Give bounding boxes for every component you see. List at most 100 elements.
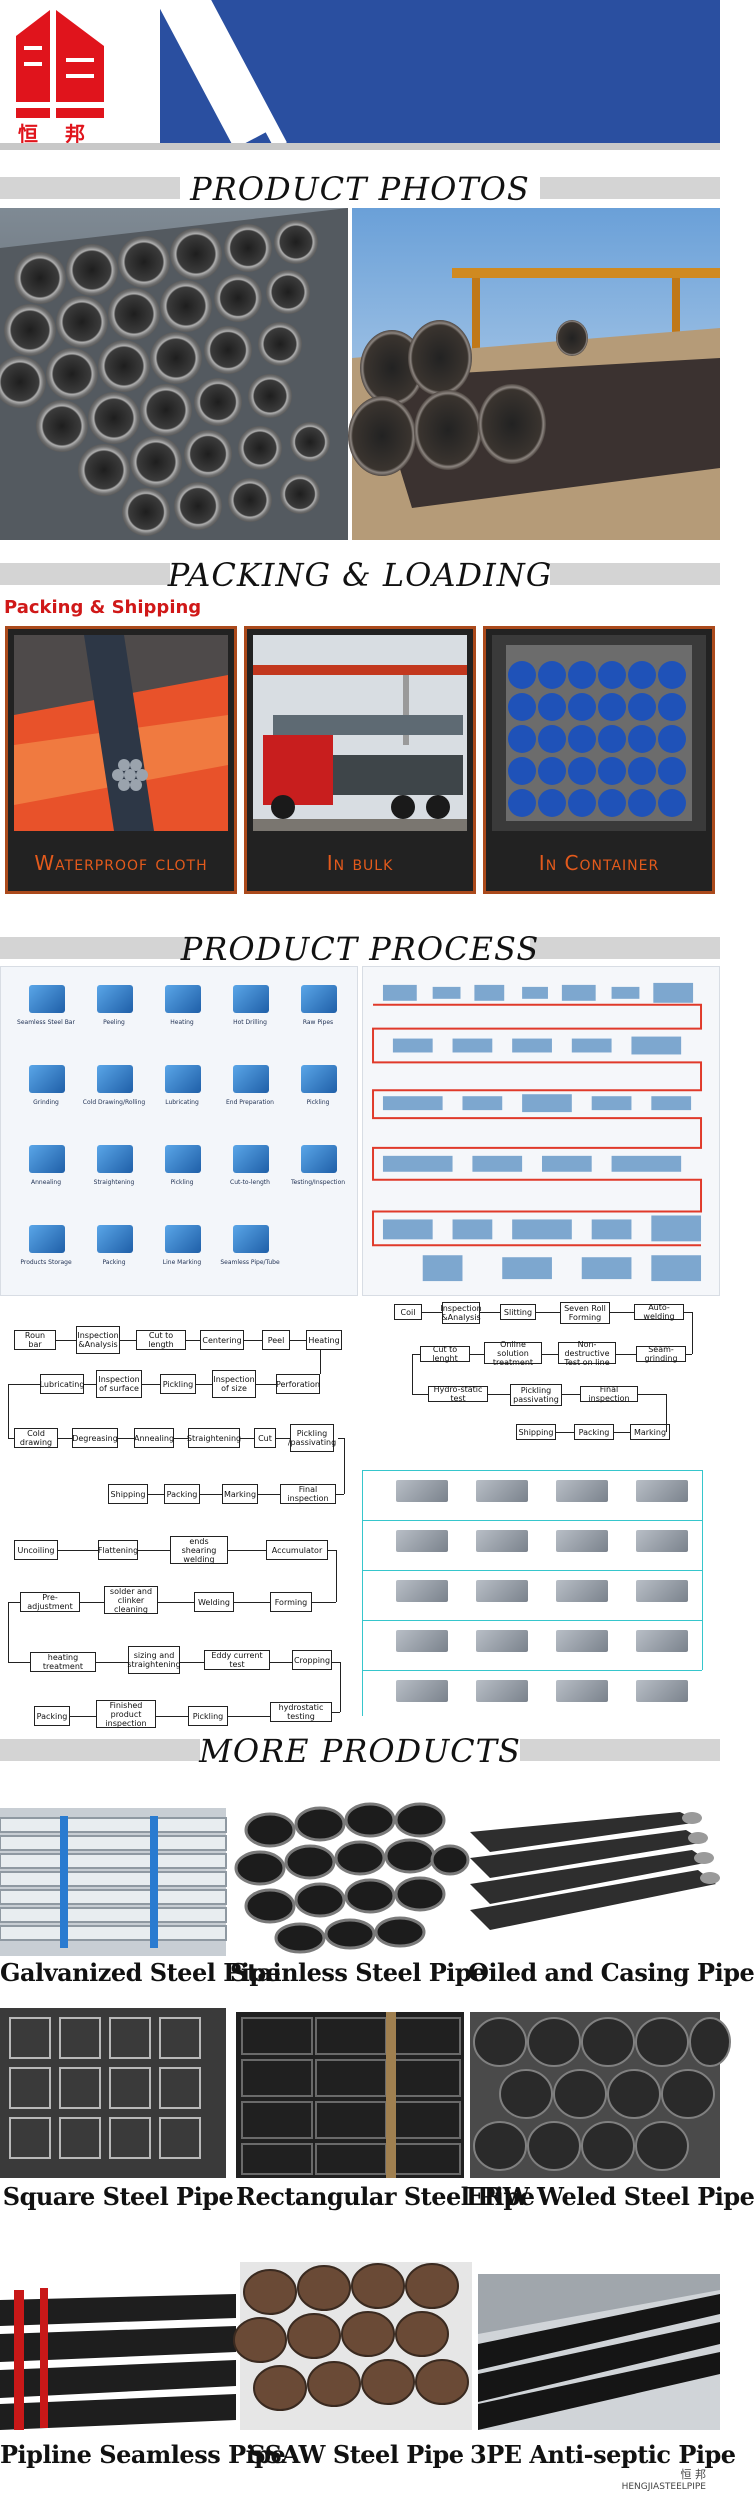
product-caption[interactable]: SSAW Steel Pipe [248,2440,464,2469]
process-step-label: Packing [102,1259,126,1266]
flow-connector [186,1340,200,1341]
flow-connector [332,1662,340,1663]
flow-connector [228,1716,270,1717]
process-step-label: End Preparation [226,1099,274,1106]
process-step-label: Annealing [30,1179,62,1186]
product-image-pipline[interactable] [0,2270,236,2430]
product-caption[interactable]: Oiled and Casing Pipe [468,1958,754,1987]
product-image-stainless[interactable] [230,1790,470,1956]
flow-step: Pickling [160,1374,196,1394]
flow-step: Pickling /passivating [288,1424,336,1452]
product-caption[interactable]: Rectangular Steel Pipe [236,2182,535,2211]
flow-connector [684,1312,692,1313]
process-step-label: Seamless Pipe/Tube [220,1259,280,1266]
process-illustration [556,1680,608,1702]
flow-connector [58,1438,72,1439]
process-step-label: Seamless Steel Bar [17,1019,75,1026]
flow-step: heating treatment [30,1652,96,1672]
flow-connector [480,1312,500,1313]
process-step-label: Heating [170,1019,194,1026]
process-illustration [556,1580,608,1602]
flow-connector [80,1602,104,1603]
flow-connector [328,1550,336,1551]
flow-step: Accumulator [266,1540,328,1560]
process-step-icon [301,1065,337,1093]
section-title: MORE PRODUCTS [199,1732,521,1770]
process-illustration [476,1480,528,1502]
product-caption[interactable]: ERW Weled Steel Pipe [466,2182,754,2211]
product-caption[interactable]: Square Steel Pipe [2,2182,234,2211]
watermark-logo: 恒 邦 [680,2468,707,2481]
flow-step: Marking [222,1484,258,1504]
photo-in-container [492,635,706,831]
product-image-oiled-casing[interactable] [470,1812,720,1956]
flow-step: Auto-welding [634,1303,684,1321]
process-step-label: Testing/Inspection [290,1179,346,1186]
flow-step: Perforation [276,1374,320,1394]
flow-step: Cropping [292,1650,332,1670]
flow-connector [692,1312,693,1354]
product-image-rectangular[interactable] [236,2012,464,2178]
process-step-icon [97,1145,133,1173]
flow-connector [336,1494,344,1495]
flow-connector [610,1312,634,1313]
process-illustration [556,1630,608,1652]
product-image-galvanized[interactable] [0,1808,227,1956]
flow-connector [362,1520,702,1521]
flow-step: Cold drawing [14,1428,58,1448]
process-illustration [636,1680,688,1702]
process-step-icon [165,1145,201,1173]
process-illustration [636,1530,688,1552]
flow-step: Inspection &Analysis [76,1326,120,1354]
product-caption[interactable]: Galvanized Steel Pipe [0,1958,281,1987]
process-step-icon [301,1145,337,1173]
flow-connector [96,1662,128,1663]
section-title: PRODUCT PROCESS [180,930,540,968]
pack-card-waterproof[interactable]: Waterproof cloth [5,626,237,894]
logo-caption: 恒 邦 [18,122,95,146]
flow-connector [332,1712,340,1713]
process-step-label: Cold Drawing/Rolling [82,1099,146,1106]
product-image-3pe[interactable] [478,2274,720,2430]
product-caption[interactable]: Pipline Seamless Pipe [0,2440,286,2469]
flow-connector [614,1432,630,1433]
flow-connector [8,1384,9,1438]
flow-connector [686,1354,692,1355]
flow-step: Eddy current test [204,1650,270,1670]
process-step-icon [233,1225,269,1253]
process-step-label: Grinding [33,1099,59,1106]
product-image-square[interactable] [0,2008,226,2178]
flow-connector [542,1354,558,1355]
product-image-erw[interactable] [470,2012,731,2178]
company-logo[interactable] [10,6,110,134]
flow-step: Cut to lenght [420,1345,470,1363]
flow-step: Straightening [187,1428,241,1448]
pack-card-bulk[interactable]: In bulk [244,626,476,894]
flow-connector [138,1550,170,1551]
flow-step: Flattening [98,1540,138,1560]
pack-label: In Container [538,851,660,875]
product-caption[interactable]: Stainless Steel Pipe [230,1958,486,1987]
flow-connector [120,1340,136,1341]
flow-step: Pre-adjustment [20,1592,80,1612]
photo-pipe-yard [348,208,720,540]
product-caption[interactable]: 3PE Anti-septic Pipe [470,2440,736,2469]
process-step-icon [233,1065,269,1093]
process-illustration [396,1630,448,1652]
flow-connector [344,1438,345,1494]
process-illustration [396,1580,448,1602]
flow-connector [156,1716,188,1717]
flow-step: hydrostatic testing [270,1702,332,1722]
product-image-ssaw[interactable] [233,2262,472,2430]
flow-connector [336,1550,337,1602]
process-step-icon [29,985,65,1013]
flow-connector [84,1384,96,1385]
flow-connector [362,1570,702,1571]
flow-connector [412,1354,413,1394]
pack-card-container[interactable]: In Container [483,626,715,894]
flow-connector [70,1716,96,1717]
flow-step: Seam-grinding [636,1345,686,1363]
process-illustration [636,1630,688,1652]
process-diagram [362,966,720,1296]
